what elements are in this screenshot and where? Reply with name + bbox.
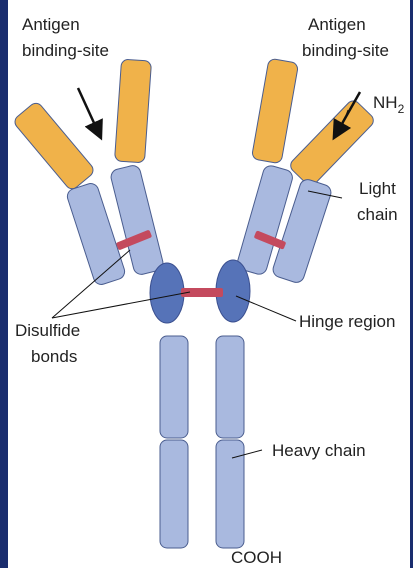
label-nh2-base: NH: [373, 93, 398, 112]
label-antigen-right-line1: Antigen: [308, 15, 366, 34]
label-disulfide-line1: Disulfide: [15, 321, 80, 340]
label-nh2-subscript: 2: [398, 102, 405, 116]
label-light-chain-line2: chain: [357, 205, 398, 224]
label-heavy-chain: Heavy chain: [272, 441, 366, 460]
label-light-chain-line1: Light: [359, 179, 396, 198]
label-cooh: COOH: [231, 548, 282, 567]
heavy-chain-right: [216, 336, 244, 548]
label-antigen-right-line2: binding-site: [302, 41, 389, 60]
hinge-region: [150, 260, 250, 323]
label-hinge-region: Hinge region: [299, 312, 395, 331]
heavy-chain-left: [160, 336, 188, 548]
label-antigen-left-line1: Antigen: [22, 15, 80, 34]
arrow-antigen-left: [78, 88, 100, 136]
left-light-chain: [12, 100, 126, 286]
label-antigen-left-line2: binding-site: [22, 41, 109, 60]
label-nh2: NH2: [373, 93, 405, 116]
label-disulfide-line2: bonds: [31, 347, 77, 366]
